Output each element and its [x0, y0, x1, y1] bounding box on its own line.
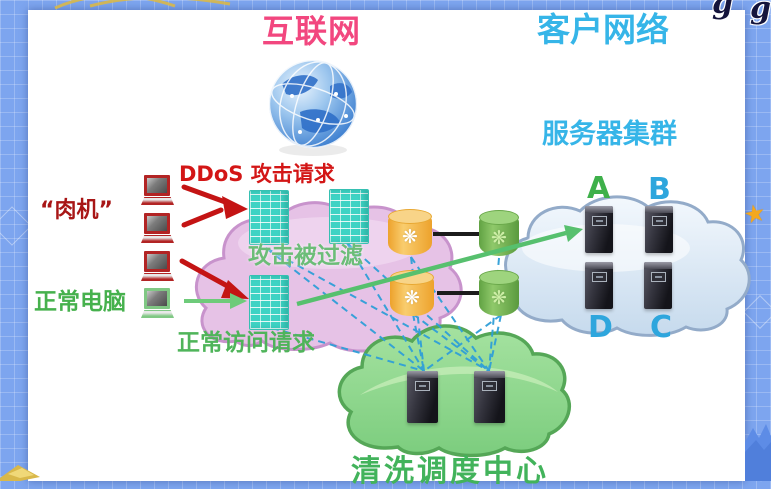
router-icon-egress-2: ❋: [479, 270, 519, 316]
firewall-icon-1: [249, 190, 289, 245]
laptop-icon-zombie-3: [141, 251, 174, 281]
gear-icon: ❋: [491, 226, 507, 249]
router-icon-egress-1: ❋: [479, 210, 519, 256]
server-icon-c: [644, 262, 672, 309]
server-label-b: B: [648, 172, 671, 207]
laptop-icon-zombie-2: [141, 213, 174, 243]
normal-pc-label: 正常电脑: [34, 289, 126, 315]
zombie-machines-label: “肉机”: [40, 198, 113, 223]
normal-request-label: 正常访问请求: [177, 330, 315, 356]
gear-icon: ❋: [491, 286, 507, 309]
diamond-decoration: [743, 295, 771, 329]
internet-title: 互联网: [262, 12, 362, 50]
server-label-d: D: [588, 310, 613, 345]
server-icon-a: [585, 206, 613, 253]
corner-glyph: g: [712, 0, 733, 21]
star-icon: ★: [741, 198, 769, 230]
cleaning-center-title: 清洗调度中心: [351, 454, 549, 489]
customer-network-title: 客户网络: [537, 10, 669, 49]
server-cluster-label: 服务器集群: [542, 119, 677, 150]
gear-icon: ❋: [404, 286, 420, 309]
server-icon-cleaning-1: [407, 371, 438, 423]
slide-panel: [28, 10, 745, 481]
gold-ornament: [54, 0, 231, 10]
server-label-c: C: [650, 310, 673, 345]
server-icon-b: [645, 206, 673, 253]
gear-icon: ❋: [402, 225, 418, 248]
firewall-icon-3: [249, 275, 289, 330]
attack-filtered-label: 攻击被过滤: [248, 243, 363, 269]
corner-glyph: g: [750, 0, 771, 26]
server-label-a: A: [587, 171, 611, 206]
server-icon-cleaning-2: [474, 371, 505, 423]
diamond-decoration: [745, 450, 771, 482]
router-icon-ingress-2: ❋: [390, 270, 434, 316]
firewall-icon-2: [329, 189, 369, 244]
laptop-icon-normal: [141, 288, 174, 318]
router-icon-ingress-1: ❋: [388, 209, 432, 255]
server-icon-d: [585, 262, 613, 309]
laptop-icon-zombie-1: [141, 175, 174, 205]
ddos-request-label: DDoS 攻击请求: [179, 162, 335, 186]
